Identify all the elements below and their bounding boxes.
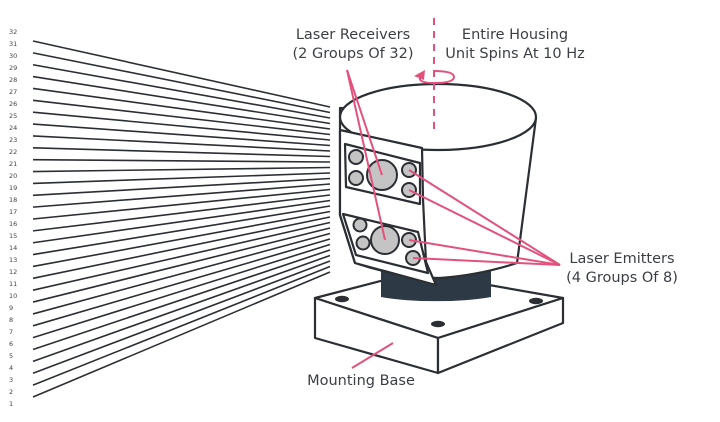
laser-beam-line (32, 75, 331, 125)
beam-number-label: 29 (9, 64, 18, 72)
beam-number-label: 8 (9, 316, 14, 324)
rotation-arrowhead (414, 70, 425, 80)
beam-number-label: 13 (9, 256, 18, 264)
laser-beams (32, 40, 331, 398)
beam-number-label: 32 (9, 28, 18, 36)
laser-beam-line (32, 183, 331, 208)
laser-beam-line (32, 249, 331, 351)
beam-number-label: 14 (9, 244, 18, 252)
beam-number-label: 25 (9, 112, 18, 120)
laser-beam-line (32, 271, 331, 398)
base-hole (335, 295, 349, 303)
beam-number-label: 11 (9, 280, 18, 288)
laser-beam-line (32, 227, 331, 303)
emitter-lens (352, 217, 368, 233)
laser-beam-line (32, 135, 331, 152)
laser-beam-line (32, 147, 331, 158)
receivers-subtitle: (2 Groups Of 32) (292, 46, 414, 62)
beam-number-label: 30 (9, 52, 18, 60)
beam-number-label: 12 (9, 268, 18, 276)
beam-number-label: 4 (9, 364, 14, 372)
beam-number-label: 21 (9, 160, 18, 168)
housing-title: Entire Housing (461, 27, 569, 43)
laser-beam-line (32, 199, 331, 244)
laser-beam-line (32, 194, 331, 232)
base-side-face (436, 296, 565, 375)
laser-receivers-label: Laser Receivers (2 Groups Of 32) (283, 26, 423, 64)
beam-number-label: 27 (9, 88, 18, 96)
emitter-pointer (408, 169, 561, 266)
beam-number-label: 23 (9, 136, 18, 144)
laser-beam-line (32, 232, 331, 315)
laser-beam-line (32, 221, 331, 291)
laser-beam-line (32, 205, 331, 256)
laser-beam-line (32, 87, 331, 130)
receiver-pointer (346, 69, 386, 241)
emitter-lens (348, 170, 364, 186)
beam-number-label: 5 (9, 352, 14, 360)
base-pointer (351, 342, 394, 369)
laser-beam-line (32, 172, 331, 185)
beam-number-label: 19 (9, 184, 18, 192)
emitter-lens (355, 235, 371, 251)
laser-emitters-label: Laser Emitters (4 Groups Of 8) (562, 250, 682, 288)
mounting-base-label: Mounting Base (307, 373, 415, 389)
beam-number-label: 28 (9, 76, 18, 84)
laser-beam-line (32, 52, 331, 114)
beam-number-label: 6 (9, 340, 14, 348)
laser-beam-line (32, 238, 331, 327)
callout-lines (346, 18, 561, 369)
laser-beam-line (32, 158, 331, 163)
receiver-pointer (346, 69, 383, 176)
beam-number-label: 15 (9, 232, 18, 240)
beam-number-label: 1 (9, 400, 14, 408)
laser-beam-line (32, 123, 331, 147)
beam-number-label: 10 (9, 292, 18, 300)
laser-beam-line (32, 40, 331, 108)
beam-number-label: 3 (9, 376, 14, 384)
laser-beam-line (32, 254, 331, 363)
laser-beam-line (32, 63, 331, 119)
beam-number-label: 7 (9, 328, 14, 336)
rotation-arrow-icon (418, 70, 456, 85)
beam-number-label: 26 (9, 100, 18, 108)
emitters-subtitle: (4 Groups Of 8) (566, 270, 678, 286)
emitter-lens (348, 149, 364, 165)
emitter-pointer (412, 257, 561, 266)
laser-beam-line (32, 111, 331, 141)
base-hole (529, 297, 543, 305)
beam-number-label: 16 (9, 220, 18, 228)
beam-number-label: 9 (9, 304, 14, 312)
beam-number-label: 17 (9, 208, 18, 216)
beam-number-label: 22 (9, 148, 18, 156)
laser-beam-line (32, 188, 331, 220)
beam-number-label: 18 (9, 196, 18, 204)
beam-number-label: 2 (9, 388, 14, 396)
receivers-title: Laser Receivers (295, 27, 411, 43)
laser-beam-line (32, 243, 331, 339)
laser-beam-line (32, 166, 331, 173)
base-hole (431, 320, 445, 328)
emitter-pointer (408, 189, 561, 266)
beam-number-label: 20 (9, 172, 18, 180)
emitter-pointer (408, 239, 561, 266)
mounting-base (313, 270, 565, 375)
laser-beam-line (32, 210, 331, 268)
laser-beam-line (32, 265, 331, 386)
laser-beam-line (32, 260, 331, 375)
housing-top (338, 82, 538, 152)
beam-number-label: 24 (9, 124, 18, 132)
laser-beam-line (32, 99, 331, 136)
laser-beam-line (32, 216, 331, 280)
housing-subtitle: Unit Spins At 10 Hz (445, 46, 585, 62)
spin-rate-label: Entire Housing Unit Spins At 10 Hz (440, 26, 590, 64)
laser-beam-line (32, 177, 331, 197)
emitters-title: Laser Emitters (569, 251, 675, 267)
beam-number-label: 31 (9, 40, 18, 48)
